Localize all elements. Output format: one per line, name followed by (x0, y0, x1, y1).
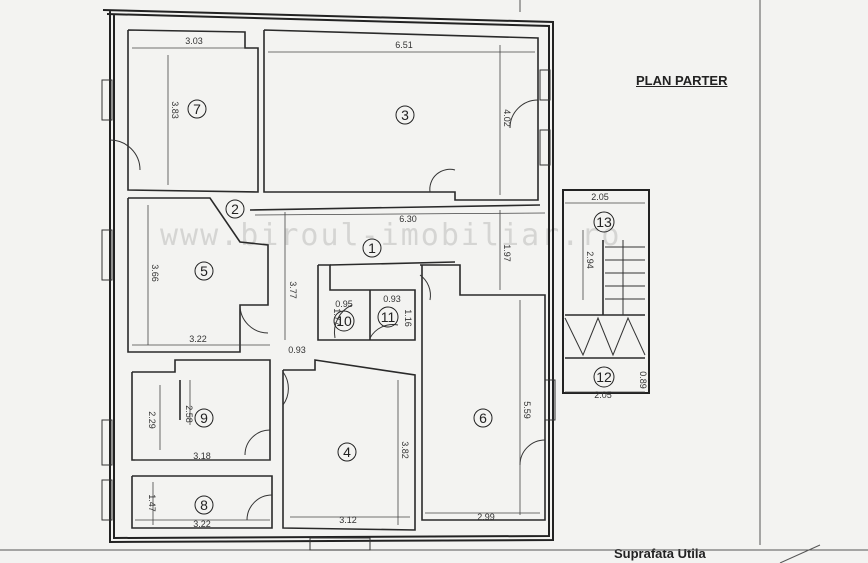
room-11: 11 (381, 309, 396, 325)
dimension-labels: 3.03 3.83 6.51 4.02 6.30 3.77 1.97 3.66 … (147, 36, 648, 529)
dim-label: 2.99 (477, 512, 495, 522)
room-12: 12 (596, 369, 612, 385)
dim-label: 0.89 (638, 371, 648, 389)
dim-label: 2.05 (594, 390, 612, 400)
dim-label: 3.83 (170, 101, 180, 119)
dim-label: 3.22 (193, 519, 211, 529)
room-2: 2 (231, 201, 239, 217)
dim-label: 2.94 (585, 251, 595, 269)
room-9: 9 (200, 410, 208, 426)
dim-label: 0.93 (288, 345, 306, 355)
room-6: 6 (479, 410, 487, 426)
staircase (564, 240, 646, 357)
room-7: 7 (193, 101, 201, 117)
dim-label: 2.29 (147, 411, 157, 429)
dim-label: 1.47 (147, 494, 157, 512)
room-13: 13 (596, 214, 612, 230)
dim-label: 3.12 (339, 515, 357, 525)
dim-label: 3.66 (150, 264, 160, 282)
dim-label: 6.30 (399, 214, 417, 224)
room-numbers: 1 2 3 4 5 6 7 8 9 10 11 12 13 (187, 99, 615, 515)
dim-label: 6.51 (395, 40, 413, 50)
interior-walls (127, 29, 645, 531)
dim-label: 1.77 (332, 308, 342, 326)
dim-label: 4.02 (502, 109, 512, 127)
room-10: 10 (336, 313, 352, 329)
dim-label: 3.82 (400, 441, 410, 459)
windows (101, 69, 556, 551)
dim-label: 3.77 (288, 281, 298, 299)
dim-label: 0.95 (335, 299, 353, 309)
dim-label: 2.58 (184, 405, 194, 423)
plan-title: PLAN PARTER (636, 73, 728, 88)
dim-label: 3.03 (185, 36, 203, 46)
dim-label: 1.16 (403, 309, 413, 327)
dim-label: 3.22 (189, 334, 207, 344)
dim-label: 2.05 (591, 192, 609, 202)
exterior-walls (102, 9, 650, 544)
dim-label: 0.93 (383, 294, 401, 304)
room-3: 3 (401, 107, 409, 123)
dim-label: 3.18 (193, 451, 211, 461)
room-8: 8 (200, 497, 208, 513)
dimension-lines (132, 45, 645, 525)
room-1: 1 (368, 240, 376, 256)
dim-label: 5.59 (522, 401, 532, 419)
dim-label: 1.97 (502, 244, 512, 262)
watermark: www.biroul-imobiliar.ro (160, 218, 622, 253)
room-5: 5 (200, 263, 208, 279)
room-4: 4 (343, 444, 351, 460)
door-swings (109, 99, 546, 521)
